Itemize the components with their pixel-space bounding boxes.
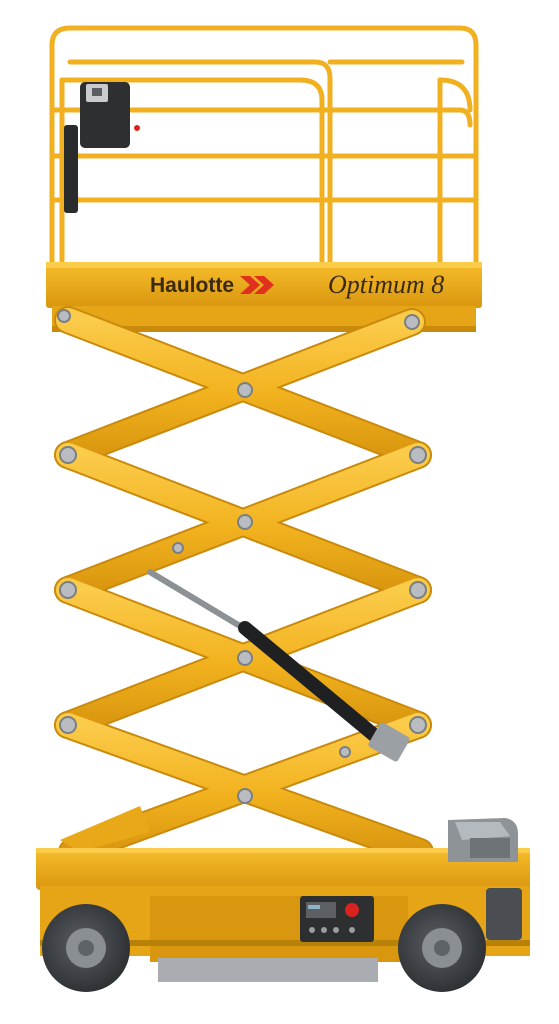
rear-wheel <box>398 904 486 992</box>
hydraulic-cylinder <box>147 569 410 762</box>
double-chevron-icon <box>240 276 274 294</box>
pivot-pins <box>57 309 427 804</box>
pothole-guard <box>158 958 378 982</box>
emergency-stop-icon <box>345 903 359 917</box>
guard-rails <box>49 25 479 271</box>
ground-control-panel <box>300 896 374 942</box>
front-wheel <box>42 904 130 992</box>
rear-cover <box>448 818 522 940</box>
model-name: Optimum 8 <box>328 270 444 299</box>
control-bracket <box>64 125 78 213</box>
scissor-arms <box>54 306 434 866</box>
platform-stop-icon <box>134 125 140 131</box>
platform-control-box <box>64 82 140 213</box>
brand-name: Haulotte <box>150 274 234 297</box>
